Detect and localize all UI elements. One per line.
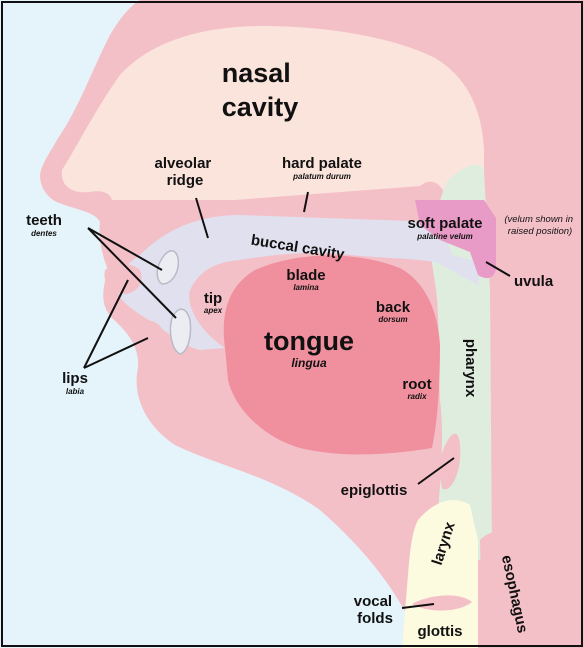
teeth-latin-label: dentes	[31, 229, 57, 238]
alveolar-ridge-label-line2: ridge	[167, 172, 204, 189]
lips-label: lips	[62, 370, 88, 387]
lips-latin-label: labia	[66, 387, 85, 396]
glottis-label: glottis	[418, 623, 463, 640]
back-latin-label: dorsum	[378, 315, 407, 324]
pharynx-label: pharynx	[462, 339, 479, 398]
teeth-label: teeth	[26, 212, 62, 229]
soft-palate-label: soft palate	[407, 215, 482, 232]
hard-palate-latin-label: palatum durum	[292, 172, 351, 181]
root-latin-label: radix	[407, 392, 427, 401]
blade-latin-label: lamina	[293, 283, 319, 292]
back-label: back	[376, 299, 411, 316]
tongue-label: tongue	[264, 326, 354, 356]
tip-latin-label: apex	[204, 306, 223, 315]
velum-note-line1: (velum shown in	[504, 214, 573, 225]
blade-label: blade	[286, 267, 325, 284]
vocal-folds-label-line1: vocal	[354, 593, 392, 610]
alveolar-ridge-label-line1: alveolar	[155, 155, 212, 172]
soft-palate-latin-label: palatine velum	[416, 232, 473, 241]
velum-note: (velum shown in raised position)	[504, 214, 575, 237]
velum-note-line2: raised position)	[508, 226, 572, 237]
nasal-cavity-label-line2: cavity	[222, 92, 299, 122]
tip-label: tip	[204, 290, 222, 307]
nasal-cavity-label-line1: nasal	[222, 58, 291, 88]
uvula-label: uvula	[514, 273, 554, 290]
vocal-folds-label: vocal folds	[354, 593, 397, 627]
hard-palate-label: hard palate	[282, 155, 362, 172]
epiglottis-label: epiglottis	[341, 482, 408, 499]
vocal-folds-label-line2: folds	[357, 610, 393, 627]
tongue-latin-label: lingua	[291, 356, 327, 370]
root-label: root	[402, 376, 431, 393]
